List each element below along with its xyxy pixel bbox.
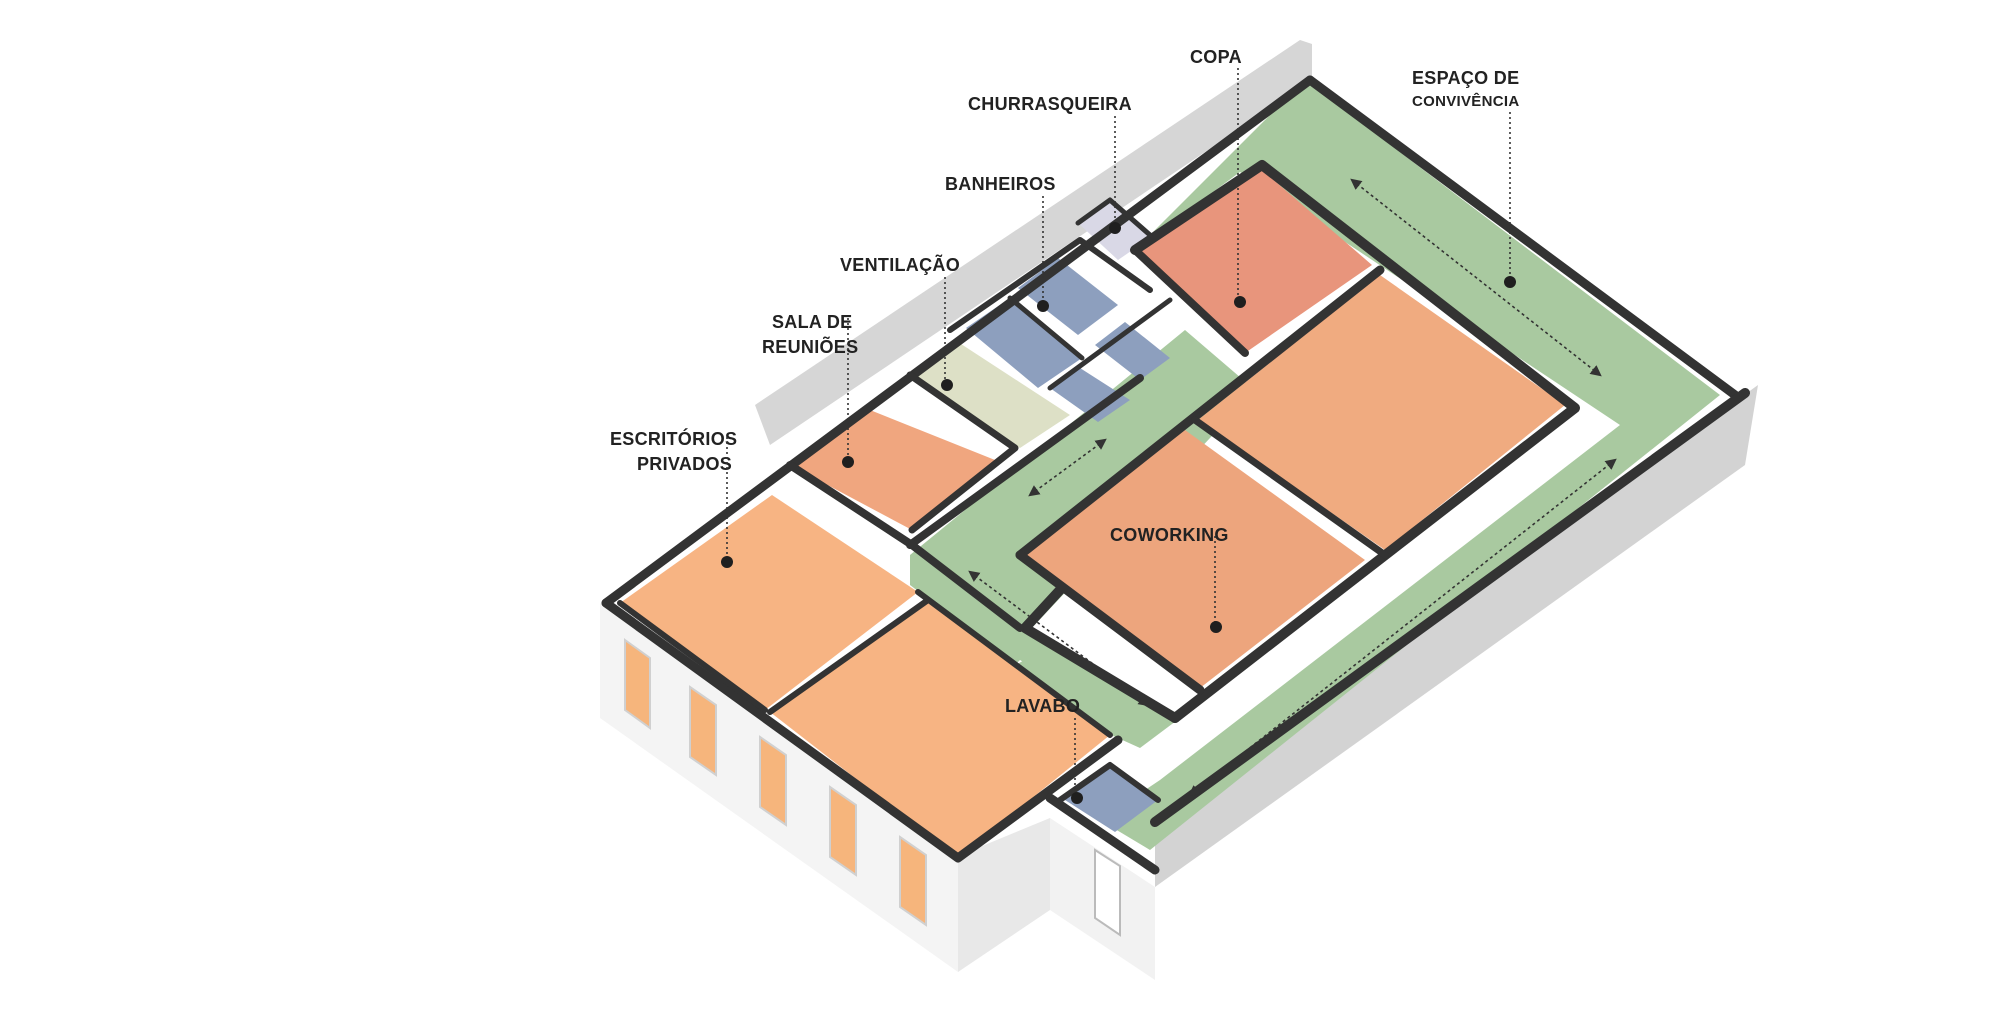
banheiro-3-floor bbox=[1050, 368, 1130, 422]
marker-lavabo bbox=[1071, 792, 1083, 804]
label-espaco-line1: ESPAÇO DE bbox=[1412, 68, 1519, 88]
marker-ventilacao bbox=[941, 379, 953, 391]
outer-wall-rear bbox=[601, 75, 1315, 608]
label-ventilacao: VENTILAÇÃO bbox=[840, 254, 960, 275]
label-copa: COPA bbox=[1190, 47, 1242, 67]
marker-coworking bbox=[1210, 621, 1222, 633]
corridor-wall-b bbox=[906, 371, 1019, 534]
marker-churrasqueira bbox=[1109, 222, 1121, 234]
marker-espaco-convivencia bbox=[1504, 276, 1516, 288]
lavabo-floor bbox=[1065, 768, 1158, 832]
label-sala-line1: SALA DE bbox=[772, 312, 852, 332]
label-escritorios-line2: PRIVADOS bbox=[637, 454, 732, 474]
banheiro-1-floor bbox=[966, 298, 1082, 388]
marker-copa bbox=[1234, 296, 1246, 308]
annotation-churrasqueira: CHURRASQUEIRA bbox=[968, 94, 1132, 234]
annotation-sala-reunioes: SALA DE REUNIÕES bbox=[762, 312, 858, 468]
label-espaco-line2: CONVIVÊNCIA bbox=[1412, 92, 1519, 110]
outer-wall-front bbox=[601, 598, 1123, 863]
annotation-coworking: COWORKING bbox=[1110, 525, 1229, 633]
lavabo-wall bbox=[1057, 762, 1161, 803]
window-5 bbox=[899, 835, 927, 927]
copa-wall bbox=[1131, 246, 1249, 357]
flow-arrow-right bbox=[1188, 458, 1617, 797]
annotation-copa: COPA bbox=[1190, 47, 1246, 308]
annotation-espaco-convivencia: ESPAÇO DE CONVIVÊNCIA bbox=[1412, 68, 1519, 288]
label-churrasqueira: CHURRASQUEIRA bbox=[968, 94, 1132, 114]
label-banheiros: BANHEIROS bbox=[945, 174, 1056, 194]
marker-sala-reunioes bbox=[842, 456, 854, 468]
corridor-wall-a bbox=[906, 374, 1144, 549]
annotations: COPA ESPAÇO DE CONVIVÊNCIA CHURRASQUEIRA… bbox=[610, 47, 1519, 804]
annotation-banheiros: BANHEIROS bbox=[945, 174, 1056, 312]
window-4 bbox=[829, 785, 857, 877]
window-1 bbox=[624, 638, 651, 730]
escritorio-2-floor bbox=[770, 600, 1110, 858]
annex-left-face bbox=[958, 818, 1050, 972]
window-3 bbox=[759, 735, 787, 827]
marker-escritorios bbox=[721, 556, 733, 568]
rear-wall bbox=[755, 40, 1312, 445]
annotation-lavabo: LAVABO bbox=[1005, 696, 1083, 804]
escritorio-top bbox=[617, 600, 768, 713]
annotation-escritorios: ESCRITÓRIOS PRIVADOS bbox=[610, 428, 737, 568]
circulation-arrows bbox=[968, 178, 1617, 797]
banheiro-walls-b bbox=[1007, 295, 1085, 361]
flow-arrow-top bbox=[1350, 178, 1602, 377]
annotation-ventilacao: VENTILAÇÃO bbox=[840, 254, 960, 391]
label-sala-line2: REUNIÕES bbox=[762, 336, 858, 357]
window-2 bbox=[689, 685, 717, 777]
annex-door bbox=[1094, 848, 1121, 937]
annex-wall bbox=[1045, 793, 1160, 875]
label-coworking: COWORKING bbox=[1110, 525, 1229, 545]
label-lavabo: LAVABO bbox=[1005, 696, 1080, 716]
inner-wall-mid bbox=[1015, 265, 1385, 560]
facade-windows bbox=[624, 638, 1121, 937]
ventilacao-floor bbox=[910, 342, 1070, 448]
escritorio-divider bbox=[767, 597, 931, 715]
label-escritorios-line1: ESCRITÓRIOS bbox=[610, 428, 737, 449]
flow-arrow-lower bbox=[968, 570, 1150, 707]
banheiro-walls bbox=[947, 237, 1153, 333]
banheiro-walls-c bbox=[1047, 297, 1173, 391]
marker-banheiros bbox=[1037, 300, 1049, 312]
churrasqueira-wall bbox=[1075, 197, 1153, 238]
banheiro-4-floor bbox=[1095, 322, 1170, 380]
